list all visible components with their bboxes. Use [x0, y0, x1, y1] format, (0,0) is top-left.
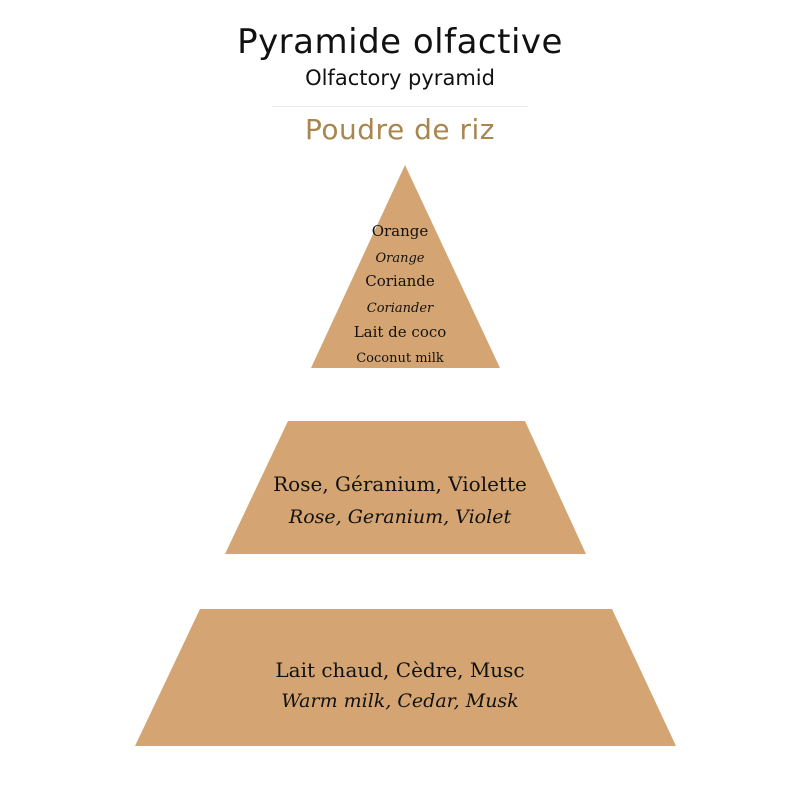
- top-note-2-fr: Coriande: [365, 272, 435, 290]
- header-divider: [272, 106, 528, 107]
- top-note-2-en: Coriander: [366, 301, 434, 316]
- page-subtitle: Olfactory pyramid: [305, 66, 495, 90]
- top-note-1-fr: Orange: [371, 222, 429, 240]
- pyramid-top-tier: [311, 165, 500, 368]
- top-note-3-fr: Lait de coco: [353, 323, 447, 341]
- heart-notes-en: Rose, Geranium, Violet: [288, 506, 512, 528]
- pyramid-heart-tier: [225, 421, 586, 554]
- product-name: Poudre de riz: [305, 113, 495, 146]
- base-notes-en: Warm milk, Cedar, Musk: [281, 690, 519, 712]
- pyramid-base-tier: [135, 609, 676, 746]
- top-note-1-en: Orange: [375, 251, 425, 266]
- base-notes-fr: Lait chaud, Cèdre, Musc: [275, 658, 525, 682]
- heart-notes-fr: Rose, Géranium, Violette: [273, 472, 527, 496]
- top-note-3-en: Coconut milk: [356, 351, 444, 366]
- page-title: Pyramide olfactive: [237, 22, 563, 62]
